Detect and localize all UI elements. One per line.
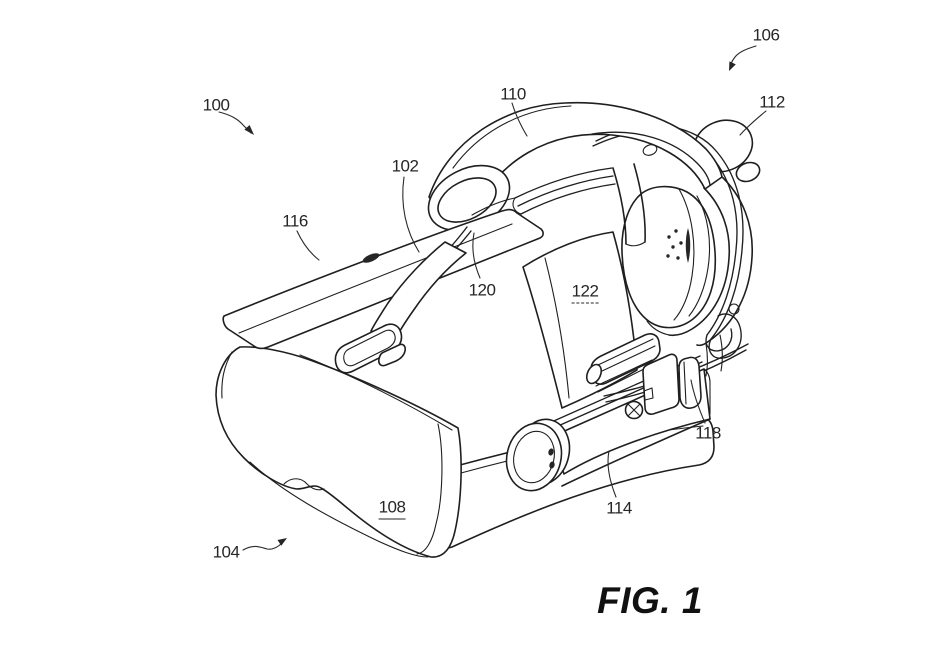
reference-label-100: 100 bbox=[202, 95, 230, 115]
rear-bracket bbox=[678, 356, 702, 409]
reference-label-104: 104 bbox=[212, 542, 240, 562]
arrow-106 bbox=[729, 45, 757, 71]
leader-102 bbox=[402, 176, 420, 253]
figure-caption: FIG. 1 bbox=[597, 580, 703, 621]
reference-label-108-text: 108 bbox=[378, 497, 406, 520]
reference-label-118: 118 bbox=[695, 423, 721, 443]
strap-guide-ribs bbox=[471, 163, 646, 247]
leader-114 bbox=[607, 450, 617, 498]
side-arm bbox=[546, 353, 711, 487]
reference-label-116: 116 bbox=[282, 211, 308, 231]
arrow-104 bbox=[242, 538, 287, 551]
reference-label-112: 112 bbox=[759, 92, 785, 112]
leader-118 bbox=[690, 379, 706, 424]
reference-label-106: 106 bbox=[752, 25, 780, 45]
top-cover bbox=[222, 208, 544, 350]
strap-clamp bbox=[585, 333, 661, 393]
leader-120 bbox=[472, 232, 481, 279]
visor-housing bbox=[215, 346, 462, 558]
leader-110 bbox=[511, 102, 528, 137]
reference-label-120: 120 bbox=[468, 280, 496, 300]
reference-label-122-text: 122 bbox=[571, 281, 599, 304]
reference-label-122: 122 bbox=[571, 281, 599, 304]
speaker-pod bbox=[505, 418, 571, 492]
strap-loop bbox=[427, 164, 511, 232]
front-strap-and-buckle bbox=[334, 226, 472, 374]
screw bbox=[624, 400, 644, 420]
reference-label-108: 108 bbox=[378, 497, 406, 520]
leader-116 bbox=[296, 230, 320, 261]
arrow-100 bbox=[218, 111, 254, 135]
leader-lines bbox=[218, 45, 767, 551]
leader-112 bbox=[739, 110, 767, 136]
reference-label-114: 114 bbox=[606, 498, 632, 518]
reference-label-102: 102 bbox=[391, 156, 419, 176]
reference-label-110: 110 bbox=[500, 84, 526, 104]
